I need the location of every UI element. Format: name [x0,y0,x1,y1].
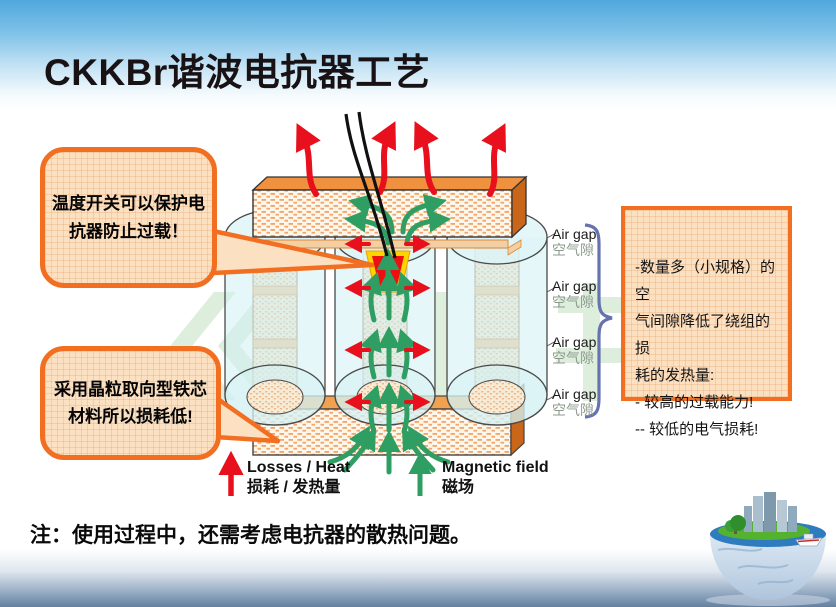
legend-losses-en: Losses / Heat [247,459,351,476]
legend-magnetic-zh: 磁场 [442,479,475,496]
air-gap-leaders [546,232,557,401]
page-title: CKKBr谐波电抗器工艺 [44,52,431,93]
callout-core-line1: 采用晶粒取向型铁芯 [54,379,207,399]
globe-map-lines [717,547,794,585]
legend-losses-zh: 损耗 / 发热量 [247,479,341,496]
city-buildings [744,492,797,532]
bottom-water-gradient [0,549,836,607]
top-sky-gradient [0,0,836,110]
ship [795,533,823,547]
footnote: 注：使用过程中，还需考虑电抗器的散热问题。 [30,524,471,547]
air-gap-benefits-box: -数量多（小规格）的空 气间隙降低了绕组的损 耗的发热量: - 较高的过载能力!… [621,206,792,438]
heat-arrows-icon [296,121,506,412]
callout-temperature-line1: 温度开关可以保护电 [52,194,205,214]
air-gap-label-1: Air gap 空气隙 [552,226,596,258]
legend-magnetic: Magnetic field 磁场 [442,458,549,498]
tree [725,515,746,534]
callout-temperature-line2: 抗器防止过载！ [69,221,188,241]
callout-core-line2: 材料所以损耗低! [68,407,193,426]
air-gap-zh: 空气隙 [552,402,594,418]
air-gap-zh: 空气隙 [552,294,594,310]
air-gap-brace [584,223,613,419]
air-gap-label-2: Air gap 空气隙 [552,278,596,310]
callout-temperature-switch: 温度开关可以保护电 抗器防止过载！ [40,147,217,288]
globe-city-illustration [706,492,830,606]
benefits-line: 气间隙降低了绕组的损 [635,313,771,357]
air-gap-label-4: Air gap 空气隙 [552,386,596,418]
benefits-line: 耗的发热量: [635,367,715,384]
air-gap-zh: 空气隙 [552,242,594,258]
air-gap-en: Air gap [552,226,597,242]
air-gap-en: Air gap [552,334,597,350]
benefits-line: -数量多（小规格）的空 [635,259,775,303]
benefits-line: - 较高的过载能力! [635,394,754,411]
air-gap-en: Air gap [552,386,597,402]
air-gap-zh: 空气隙 [552,350,594,366]
legend-losses: Losses / Heat 损耗 / 发热量 [247,458,350,498]
air-gap-label-3: Air gap 空气隙 [552,334,596,366]
callout-core-material: 采用晶粒取向型铁芯 材料所以损耗低! [40,346,221,460]
power-cables [344,111,397,259]
benefits-line: -- 较低的电气损耗! [635,421,759,438]
legend-magnetic-en: Magnetic field [442,459,549,476]
air-gap-en: Air gap [552,278,597,294]
